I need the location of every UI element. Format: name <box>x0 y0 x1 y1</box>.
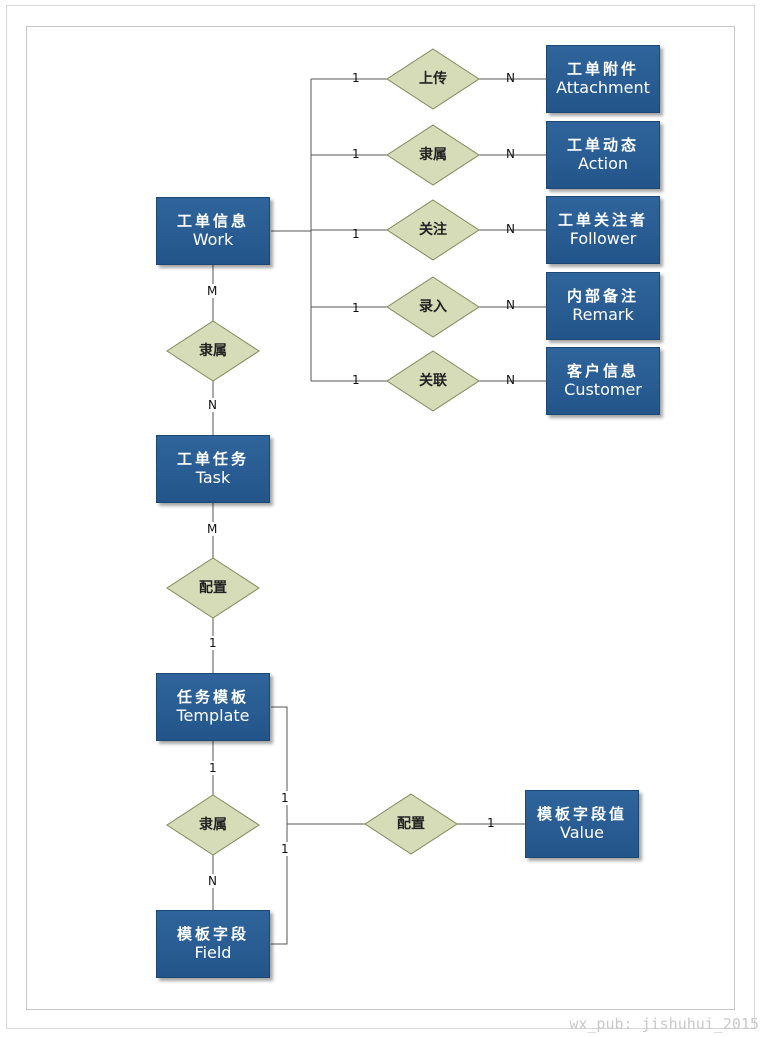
entity-name-en: Remark <box>572 305 634 325</box>
cardinality-label: N <box>506 298 515 312</box>
relationship-follow <box>386 199 480 261</box>
relationship-config-template <box>166 557 260 619</box>
cardinality-label: N <box>208 874 217 888</box>
entity-name-en: Attachment <box>556 78 650 98</box>
entity-customer: 客户信息 Customer <box>546 347 660 415</box>
entity-name-en: Field <box>194 943 232 963</box>
relationship-belongs-task <box>166 320 260 382</box>
entity-name-cn: 内部备注 <box>566 286 639 305</box>
relationship-label: 隶属 <box>199 816 227 833</box>
cardinality-label: M <box>207 522 218 536</box>
relationship-belongs-field <box>166 794 260 856</box>
cardinality-label: N <box>506 147 515 161</box>
entity-field: 模板字段 Field <box>156 910 270 978</box>
relationship-enter <box>386 276 480 338</box>
cardinality-label: N <box>506 373 515 387</box>
entity-template: 任务模板 Template <box>156 673 270 741</box>
relationship-label: 录入 <box>419 299 447 315</box>
relationship-label: 隶属 <box>419 146 447 163</box>
cardinality-label: N <box>208 398 217 412</box>
entity-name-en: Follower <box>569 229 637 249</box>
cardinality-label: 1 <box>209 761 217 775</box>
entity-name-cn: 客户信息 <box>566 361 639 380</box>
entity-name-cn: 任务模板 <box>176 687 249 706</box>
cardinality-label: 1 <box>352 227 360 241</box>
entity-name-cn: 模板字段 <box>176 924 249 943</box>
diagram-frame <box>26 26 735 1010</box>
relationship-config-value <box>364 793 458 855</box>
relationship-label: 关注 <box>419 221 447 238</box>
entity-name-en: Customer <box>564 380 642 400</box>
cardinality-label: 1 <box>352 71 360 85</box>
entity-name-en: Task <box>195 468 231 488</box>
entity-name-cn: 工单任务 <box>176 449 249 468</box>
relationship-label: 关联 <box>419 372 448 389</box>
relationship-label: 上传 <box>419 70 447 87</box>
entity-name-en: Action <box>577 154 629 174</box>
entity-work: 工单信息 Work <box>156 197 270 265</box>
entity-action: 工单动态 Action <box>546 121 660 189</box>
relationship-label: 配置 <box>199 579 227 596</box>
entity-attachment: 工单附件 Attachment <box>546 45 660 113</box>
cardinality-label: 1 <box>281 791 289 805</box>
entity-name-cn: 工单信息 <box>176 211 249 230</box>
cardinality-label: 1 <box>281 842 289 856</box>
cardinality-label: N <box>506 71 515 85</box>
cardinality-label: M <box>207 284 218 298</box>
relationship-belongs-action <box>386 124 480 186</box>
cardinality-label: 1 <box>487 816 495 830</box>
cardinality-label: 1 <box>352 147 360 161</box>
connector-line <box>271 706 288 945</box>
entity-name-en: Value <box>560 823 604 843</box>
cardinality-label: 1 <box>352 301 360 315</box>
relationship-upload <box>386 48 480 110</box>
entity-name-en: Template <box>176 706 250 726</box>
cardinality-label: 1 <box>209 636 217 650</box>
entity-follower: 工单关注者 Follower <box>546 196 660 264</box>
entity-remark: 内部备注 Remark <box>546 272 660 340</box>
relationship-label: 隶属 <box>199 342 227 359</box>
entity-name-cn: 工单关注者 <box>557 210 648 229</box>
relationship-link <box>386 350 480 412</box>
entity-task: 工单任务 Task <box>156 435 270 503</box>
entity-name-cn: 模板字段值 <box>536 804 627 823</box>
cardinality-label: N <box>506 222 515 236</box>
watermark: wx_pub: jishuhui_2015 <box>569 1015 759 1033</box>
entity-name-cn: 工单动态 <box>566 135 639 154</box>
entity-name-cn: 工单附件 <box>566 59 639 78</box>
entity-name-en: Work <box>192 230 234 250</box>
relationship-label: 配置 <box>397 815 425 832</box>
entity-value: 模板字段值 Value <box>525 790 639 858</box>
cardinality-label: 1 <box>352 373 360 387</box>
